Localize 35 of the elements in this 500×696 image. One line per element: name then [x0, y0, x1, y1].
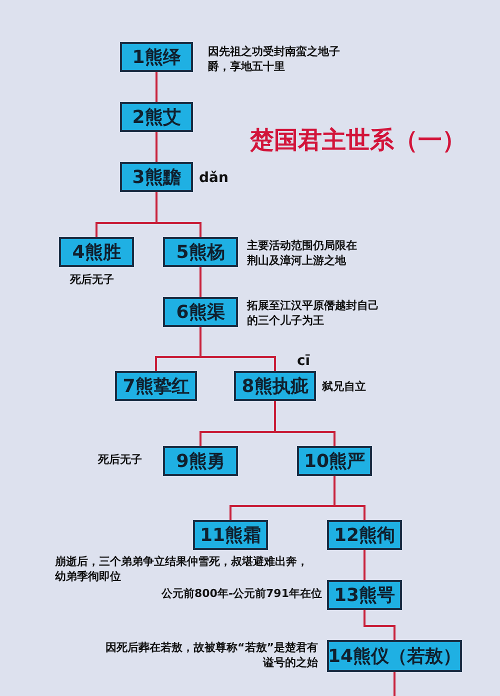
ruler-box: 1熊绎: [120, 42, 193, 72]
ruler-box: 9熊勇: [163, 446, 238, 476]
pinyin-text: dǎn: [199, 169, 230, 188]
pinyin-text: cī: [297, 352, 312, 371]
connector-line: [364, 550, 366, 580]
ruler-box: 2熊艾: [120, 102, 193, 132]
connector-line: [394, 672, 396, 696]
connector-line: [200, 327, 276, 371]
ruler-box: 3熊黵: [120, 162, 193, 192]
annotation-text: 因死后葬在若敖，故被尊称“若敖”是楚君有谥号的之始: [105, 640, 318, 671]
ruler-box: 8熊执疵: [234, 371, 316, 401]
annotation-text: 弑兄自立: [322, 379, 367, 394]
annotation-text: 崩逝后，三个弟弟争立结果仲雪死，叔堪避难出奔，幼弟季徇即位: [55, 554, 309, 585]
ruler-box: 7熊挚红: [115, 371, 197, 401]
annotation-text: 拓展至江汉平原僭越封自己的三个儿子为王: [247, 298, 380, 329]
connector-line: [156, 72, 158, 102]
connector-line: [200, 267, 202, 297]
ruler-box: 12熊徇: [327, 520, 402, 550]
connector-line: [156, 192, 202, 237]
ruler-box: 6熊渠: [163, 297, 238, 327]
annotation-text: 因先祖之功受封南蛮之地子爵，享地五十里: [208, 44, 341, 75]
annotation-text: 死后无子: [98, 452, 143, 468]
connector-line: [334, 476, 366, 520]
annotation-text: 主要活动范围仍局限在荆山及漳河上游之地: [247, 238, 358, 269]
annotation-text: 死后无子: [70, 272, 115, 288]
annotation-text: 公元前800年-公元前791年在位: [160, 586, 322, 602]
ruler-box: 5熊杨: [163, 237, 238, 267]
ruler-box: 14熊仪（若敖）: [327, 640, 462, 672]
ruler-box: 10熊严: [297, 446, 372, 476]
title: 楚国君主世系（一）: [250, 125, 466, 156]
ruler-box: 4熊胜: [59, 237, 134, 267]
ruler-box: 11熊霜: [193, 520, 268, 550]
ruler-box: 13熊咢: [327, 580, 402, 610]
connector-line: [156, 132, 158, 162]
connector-line: [364, 610, 396, 640]
